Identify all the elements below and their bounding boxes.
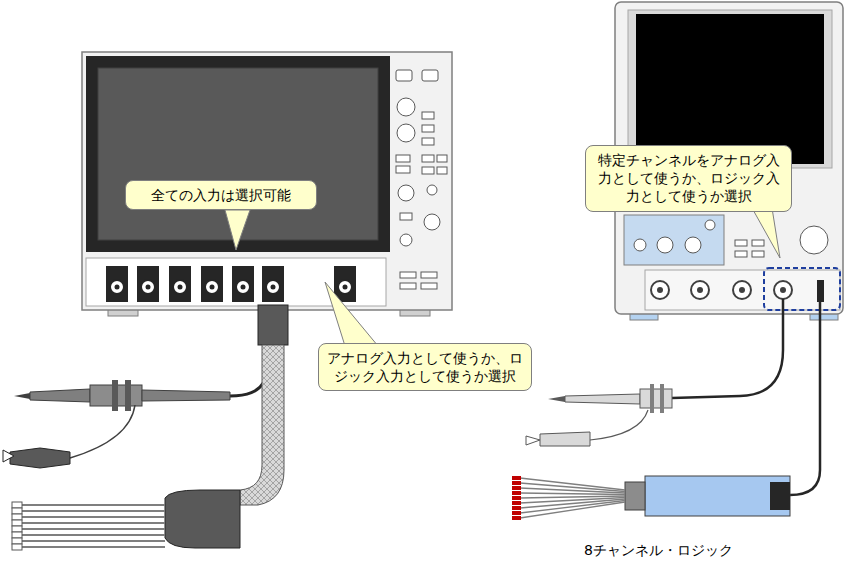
callout-text: 全ての入力は選択可能 <box>134 186 308 204</box>
callout-bubble: 特定チャンネルをアナログ入力として使うか、ロジック入力として使うか選択 <box>585 145 792 212</box>
left-oscilloscope <box>82 52 452 316</box>
callout-text: 特定チャンネルをアナログ入力として使うか、ロジック入力として使うか選択 <box>594 151 783 206</box>
callout-bubble: アナログ入力として使うか、ロジック入力として使うか選択 <box>318 343 532 391</box>
caption-label: 8チャンネル・ロジック <box>584 542 733 560</box>
right-probes <box>512 299 820 520</box>
callout-bubble: 全ての入力は選択可能 <box>125 180 317 210</box>
callout-text: アナログ入力として使うか、ロジック入力として使うか選択 <box>327 349 523 385</box>
left-probes <box>3 305 288 550</box>
callout-tails <box>225 208 780 346</box>
